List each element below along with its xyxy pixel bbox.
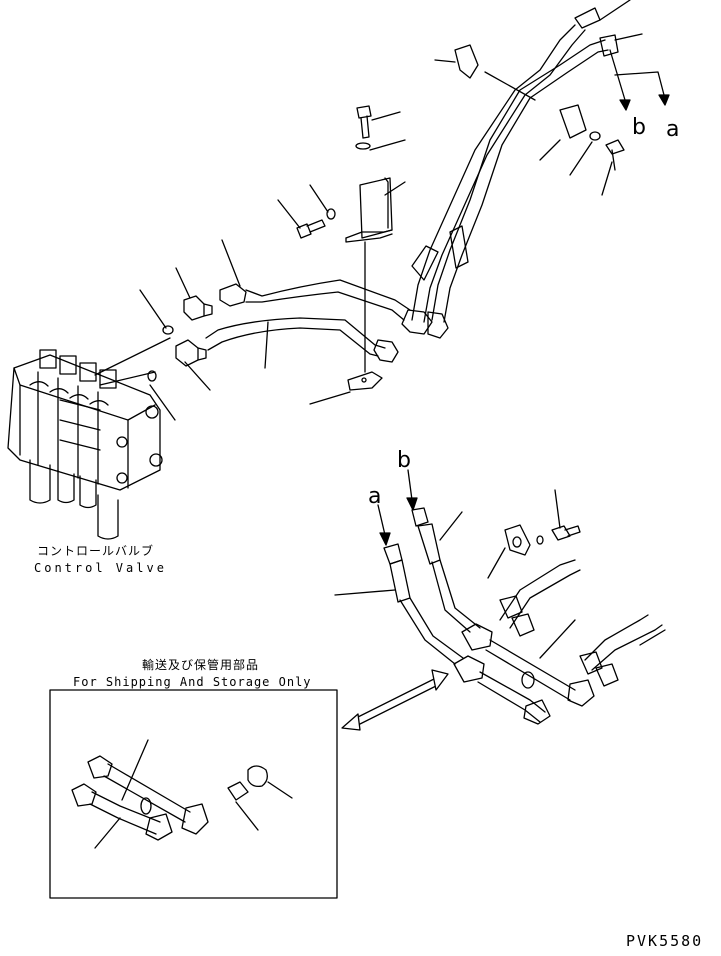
bottom-right-assembly [378, 470, 662, 724]
control-valve-drawing [8, 350, 162, 539]
fitting-lower [176, 340, 206, 366]
connector-b-top-label: b [632, 115, 646, 140]
connector-a-bottom-label: a [368, 484, 382, 509]
tube-lower [206, 318, 398, 362]
shipping-box [50, 690, 337, 898]
tube-upper [220, 280, 432, 334]
drawing-code: PVK5580 [626, 932, 704, 950]
shipping-label-en: For Shipping And Storage Only [73, 675, 312, 689]
tube-long-right [428, 35, 618, 338]
tube-long-left [412, 8, 600, 322]
fitting-upper [184, 296, 212, 320]
connector-b-bottom-label: b [397, 448, 411, 473]
connector-a-top-label: a [666, 117, 680, 142]
shipping-label-jp: 輸送及び保管用部品 [142, 658, 260, 672]
control-valve-label-en: Control Valve [34, 561, 167, 575]
control-valve-label-jp: コントロールバルブ [37, 544, 155, 558]
bracket-center [346, 178, 392, 242]
shipping-parts [72, 756, 267, 840]
